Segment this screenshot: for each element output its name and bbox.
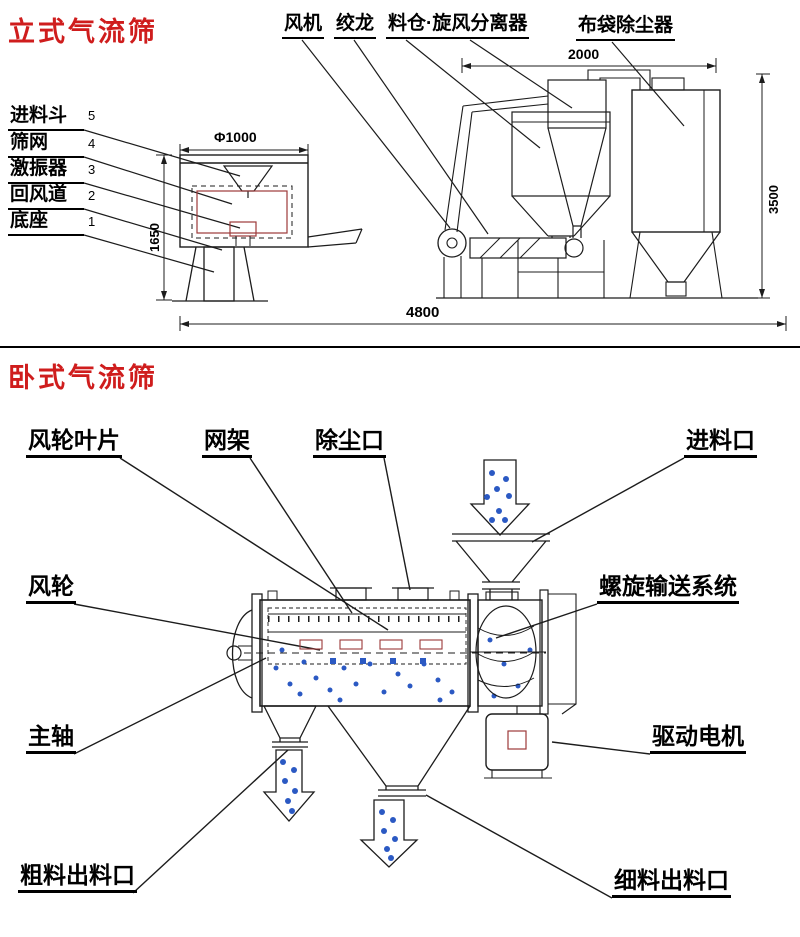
section-divider bbox=[0, 346, 800, 348]
dim-top-width-lines bbox=[461, 58, 717, 73]
feed-arrow bbox=[469, 459, 531, 536]
label-mesh-frame: 网架 bbox=[202, 427, 252, 459]
label-main-shaft: 主轴 bbox=[26, 723, 76, 755]
feed-hopper bbox=[452, 533, 550, 601]
fan bbox=[437, 228, 467, 298]
part-number-3: 3 bbox=[88, 162, 96, 177]
label-fan: 风机 bbox=[282, 13, 325, 39]
label-wind-wheel: 风轮 bbox=[26, 573, 76, 605]
fine-arrow bbox=[359, 799, 419, 868]
horizontal-sieve-drawing bbox=[226, 459, 577, 868]
dust-ports bbox=[330, 587, 434, 601]
bag-dust-collector bbox=[622, 77, 734, 299]
label-bag-dust-collector: 布袋除尘器 bbox=[576, 15, 676, 41]
exciter-part bbox=[229, 221, 257, 246]
label-coarse-outlet: 粗料出料口 bbox=[18, 862, 137, 894]
part-number-2: 2 bbox=[88, 188, 96, 203]
label-exciter: 激振器 bbox=[8, 158, 84, 184]
label-base: 底座 bbox=[8, 210, 84, 236]
label-fine-outlet: 细料出料口 bbox=[612, 867, 731, 899]
fine-outlet-cone bbox=[327, 705, 471, 797]
label-bin-cyclone: 料仓·旋风分离器 bbox=[386, 13, 530, 39]
dim-system-height: 3500 bbox=[766, 185, 781, 214]
part-number-1: 1 bbox=[88, 214, 96, 229]
label-auger: 绞龙 bbox=[334, 13, 377, 39]
drive-motor bbox=[484, 706, 552, 779]
dim-total-length-lines bbox=[179, 316, 787, 331]
coarse-arrow bbox=[262, 749, 316, 822]
screen-frame-dashed bbox=[191, 185, 293, 239]
screw-auger bbox=[469, 237, 584, 298]
internal-screen bbox=[244, 613, 546, 664]
dim-system-height-lines bbox=[756, 73, 770, 299]
label-dust-port: 除尘口 bbox=[313, 427, 386, 459]
main-shaft-end bbox=[226, 609, 253, 699]
return-air-chute bbox=[307, 228, 363, 248]
cyclone-separator bbox=[547, 69, 651, 238]
dim-screen-height: 1650 bbox=[147, 223, 162, 252]
part-number-5: 5 bbox=[88, 108, 96, 123]
label-return-air-duct: 回风道 bbox=[8, 184, 84, 210]
label-wind-wheel-blade: 风轮叶片 bbox=[26, 427, 122, 459]
screen-mesh-outline bbox=[196, 190, 288, 234]
label-feed-inlet: 进料口 bbox=[684, 427, 757, 459]
vertical-sieve-drawing bbox=[156, 144, 363, 302]
coarse-outlet bbox=[263, 705, 317, 748]
system-drawing bbox=[179, 58, 787, 331]
dim-system-total-length: 4800 bbox=[406, 304, 440, 321]
vertical-sieve-title: 立式气流筛 bbox=[8, 17, 158, 47]
sieve-base bbox=[172, 246, 268, 302]
dim-diameter-lines bbox=[179, 144, 309, 158]
label-screw-conveyor: 螺旋输送系统 bbox=[597, 573, 739, 605]
label-drive-motor: 驱动电机 bbox=[650, 723, 746, 755]
bottom-leader-lines bbox=[73, 457, 685, 899]
particles bbox=[273, 637, 533, 703]
top-leader-lines bbox=[83, 39, 685, 273]
horizontal-sieve-title: 卧式气流筛 bbox=[8, 363, 158, 393]
dim-screen-diameter: Φ1000 bbox=[214, 129, 257, 145]
label-feed-hopper-v: 进料斗 bbox=[8, 105, 84, 131]
dim-system-top-width: 2000 bbox=[568, 46, 600, 62]
label-screen-mesh: 筛网 bbox=[8, 132, 84, 158]
part-number-4: 4 bbox=[88, 136, 96, 151]
feed-funnel bbox=[222, 165, 274, 198]
riser-duct bbox=[444, 95, 549, 233]
material-bin bbox=[511, 111, 611, 298]
screw-conveyor bbox=[470, 605, 546, 699]
